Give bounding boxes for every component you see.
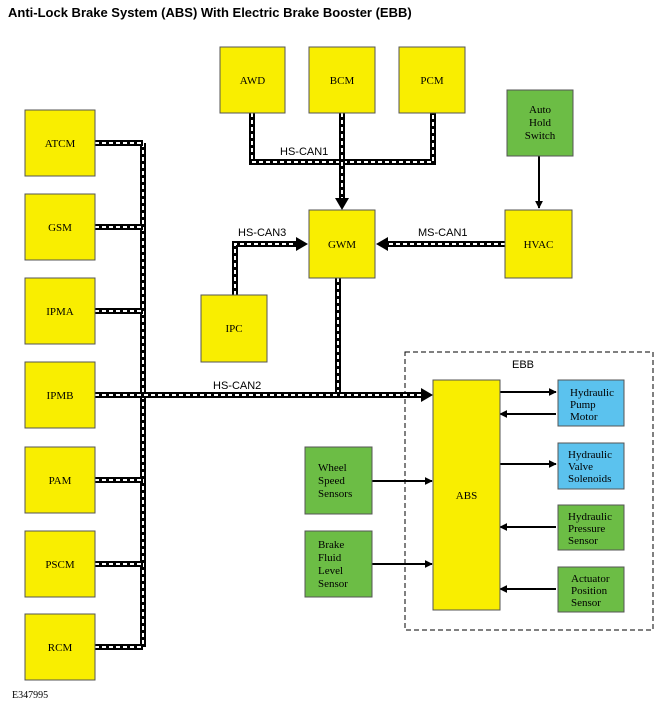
valve-solenoids-line3: Solenoids [568,473,611,485]
brake-fluid-line4: Sensor [318,578,348,590]
pcm-label: PCM [420,75,443,87]
brake-fluid-line3: Level [318,565,343,577]
wheel-speed-line1: Wheel [318,462,347,474]
hydraulic-pump-motor: Hydraulic Pump Motor [557,379,625,427]
ms-can1-label: MS-CAN1 [418,227,468,239]
valve-solenoids-line1: Hydraulic [568,449,612,461]
hs-can1-label: HS-CAN1 [280,146,328,158]
gwm-module: GWM [308,209,376,279]
auto-hold-line1: Auto [529,104,552,116]
signal-wires [372,156,557,593]
pam-module: PAM [24,446,96,514]
rcm-module: RCM [24,613,96,681]
hydraulic-pressure-sensor: Hydraulic Pressure Sensor [557,504,625,551]
diagram-title: Anti-Lock Brake System (ABS) With Electr… [8,5,412,20]
hydraulic-valve-solenoids: Hydraulic Valve Solenoids [557,442,625,490]
ipma-label: IPMA [46,306,74,318]
gwm-label: GWM [328,239,356,251]
ebb-label: EBB [512,359,534,371]
ebb-boundary [404,351,654,631]
auto-hold-line3: Switch [525,130,556,142]
can-bus-lines [95,113,505,650]
wheel-speed-sensors: Wheel Speed Sensors [304,446,373,515]
awd-module: AWD [219,46,286,114]
pump-motor-line1: Hydraulic [570,387,614,399]
ipma-module: IPMA [24,277,96,345]
auto-hold-line2: Hold [529,117,552,129]
ipc-module: IPC [200,294,268,363]
atcm-module: ATCM [24,109,96,177]
pressure-sensor-line2: Pressure [568,523,605,535]
abs-module: ABS [432,379,501,611]
hvac-module: HVAC [504,209,573,279]
ipmb-label: IPMB [47,390,74,402]
pam-label: PAM [49,475,72,487]
bcm-label: BCM [330,75,355,87]
pump-motor-line3: Motor [570,411,598,423]
gsm-module: GSM [24,193,96,261]
actuator-sensor-line2: Position [571,585,608,597]
auto-hold-switch: Auto Hold Switch [506,89,574,157]
hs-can2-label: HS-CAN2 [213,380,261,392]
pump-motor-line2: Pump [570,399,596,411]
rcm-label: RCM [48,642,73,654]
bcm-module: BCM [308,46,376,114]
pscm-label: PSCM [45,559,75,571]
wheel-speed-line2: Speed [318,475,345,487]
figure-reference: E347995 [12,690,48,701]
atcm-label: ATCM [45,138,76,150]
bus-arrowheads [296,198,433,402]
hvac-label: HVAC [524,239,554,251]
ipc-label: IPC [225,323,242,335]
valve-solenoids-line2: Valve [568,461,593,473]
awd-label: AWD [240,75,265,87]
actuator-sensor-line3: Sensor [571,597,601,609]
actuator-sensor-line1: Actuator [571,573,610,585]
pcm-module: PCM [398,46,466,114]
pscm-module: PSCM [24,530,96,598]
pressure-sensor-line3: Sensor [568,535,598,547]
brake-fluid-line1: Brake [318,539,344,551]
actuator-position-sensor: Actuator Position Sensor [557,566,625,613]
abs-label: ABS [456,490,477,502]
pressure-sensor-line1: Hydraulic [568,511,612,523]
brake-fluid-level-sensor: Brake Fluid Level Sensor [304,530,373,598]
wheel-speed-line3: Sensors [318,488,352,500]
ipmb-module: IPMB [24,361,96,429]
brake-fluid-line2: Fluid [318,552,342,564]
hs-can3-label: HS-CAN3 [238,227,286,239]
gsm-label: GSM [48,222,72,234]
